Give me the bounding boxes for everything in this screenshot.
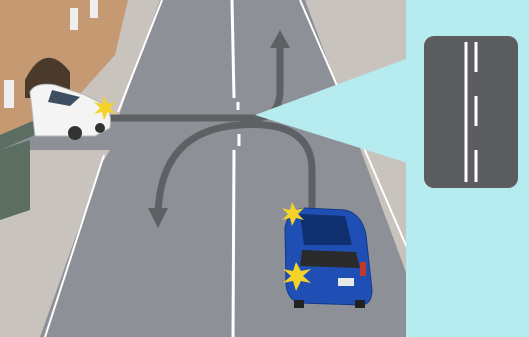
building-window (90, 0, 98, 18)
center-line-upper (232, 0, 234, 98)
building-base-lower (0, 140, 30, 220)
road-marking-sign-icon (424, 36, 518, 188)
building-window (4, 80, 14, 108)
center-line-lower (233, 150, 234, 337)
building-window (70, 8, 78, 30)
blue-car (285, 208, 372, 308)
